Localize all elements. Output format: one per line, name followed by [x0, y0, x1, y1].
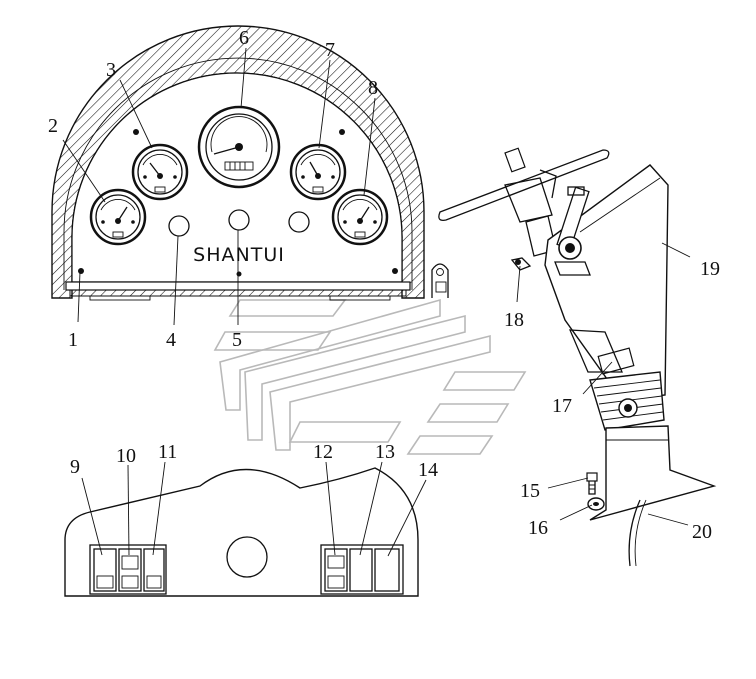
callout-15: 15: [520, 480, 540, 502]
tilt-lever: [554, 186, 591, 276]
callout-17: 17: [552, 395, 572, 417]
bolt: [586, 472, 598, 495]
gauge-8: [331, 188, 389, 246]
gauge-7: [289, 143, 347, 201]
callout-labels: 1 2 3 4 5 6 7 8 9 10 11 12 13 14 15 16 1…: [48, 27, 720, 543]
column-base: [589, 425, 717, 521]
gauge-2: [89, 188, 147, 246]
callout-16: 16: [528, 517, 548, 539]
gauge-6: [197, 105, 281, 189]
callout-6: 6: [239, 27, 249, 49]
callout-10: 10: [116, 445, 136, 467]
key-switch: [510, 257, 532, 271]
callout-8: 8: [368, 77, 378, 99]
callout-12: 12: [313, 441, 333, 463]
steering-assembly: [438, 147, 717, 567]
callout-1: 1: [68, 329, 78, 351]
gauge-3: [131, 143, 189, 201]
screw: [133, 129, 139, 135]
indicator-lamp: [288, 211, 310, 233]
callout-4: 4: [166, 329, 176, 351]
hour-counter: [224, 161, 254, 171]
screw: [78, 268, 84, 274]
brand-label: SHANTUI: [193, 244, 285, 266]
callout-2: 2: [48, 115, 58, 137]
callout-11: 11: [158, 441, 177, 463]
switch-10: [118, 548, 142, 592]
switch-9: [93, 548, 117, 592]
screw: [339, 129, 345, 135]
callout-7: 7: [325, 39, 335, 61]
switch-panel-knob: [226, 536, 268, 578]
leader-lines: [62, 47, 691, 557]
steering-wheel: [438, 149, 610, 221]
callout-13: 13: [375, 441, 395, 463]
rubber-boot: [589, 371, 665, 431]
screw: [392, 268, 398, 274]
callout-14: 14: [418, 459, 438, 481]
callout-5: 5: [232, 329, 242, 351]
screw: [236, 271, 242, 277]
wheel-knob: [504, 147, 526, 173]
cable: [628, 499, 641, 567]
callout-18: 18: [504, 309, 524, 331]
callout-20: 20: [692, 521, 712, 543]
watermark-logo: [213, 267, 527, 455]
switch-14: [374, 548, 400, 592]
indicator-lamp: [168, 215, 190, 237]
switch-12: [324, 548, 348, 592]
callout-3: 3: [106, 59, 116, 81]
callout-19: 19: [700, 258, 720, 280]
side-bracket: [431, 263, 449, 298]
indicator-lamp: [228, 209, 250, 231]
callout-9: 9: [70, 456, 80, 478]
